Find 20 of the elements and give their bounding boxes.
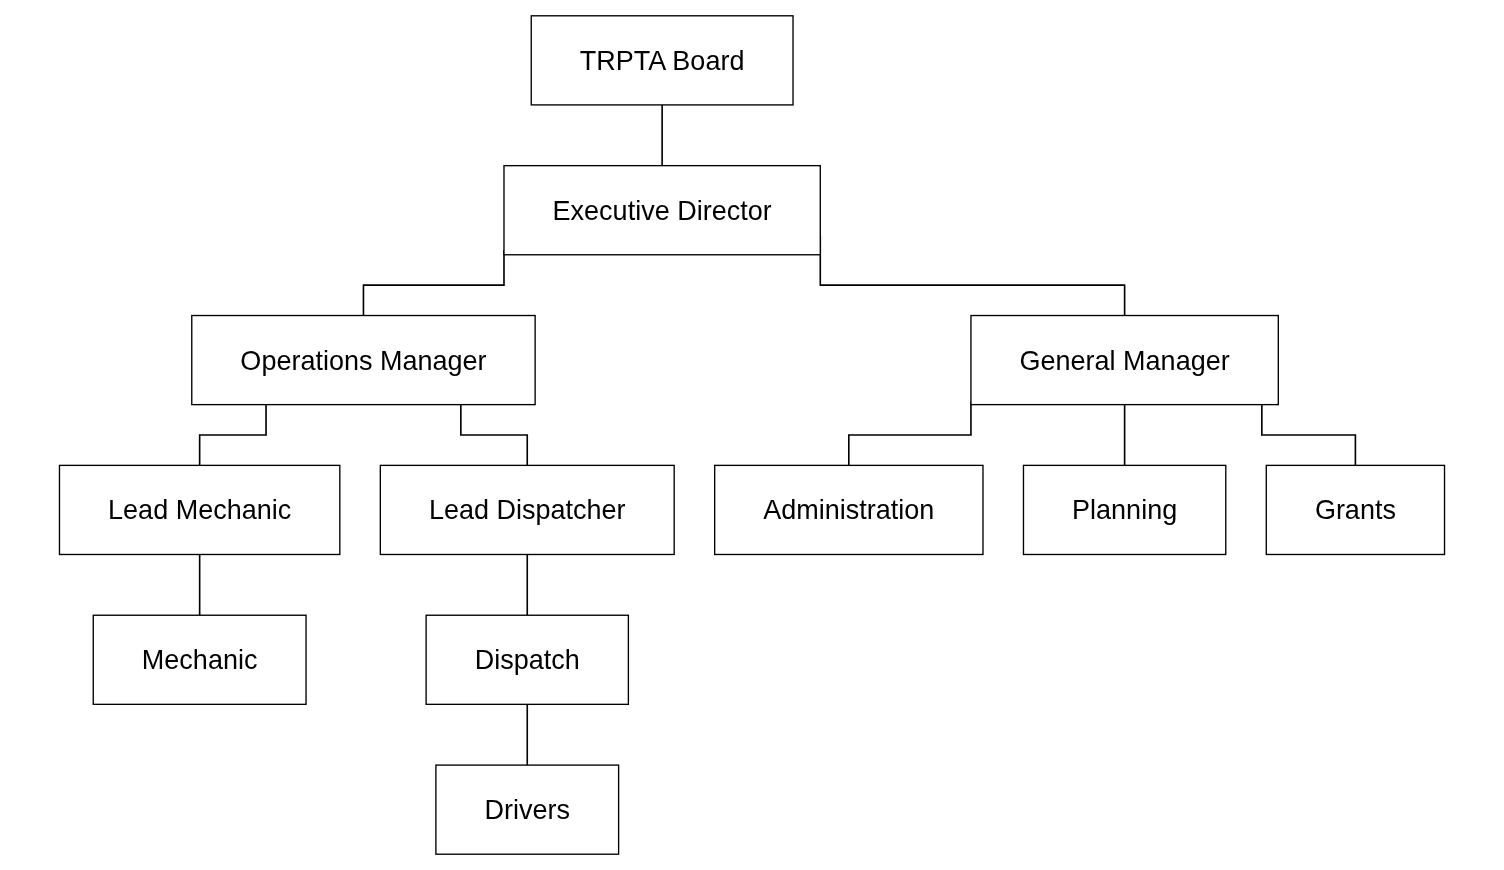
node-box: Executive Director: [503, 165, 821, 256]
connector: [661, 104, 663, 167]
node-box: Operations Manager: [191, 314, 536, 406]
node-box: TRPTA Board: [530, 15, 794, 106]
connector: [198, 553, 201, 617]
node-box: Administration: [714, 464, 984, 556]
connector: [1261, 403, 1357, 467]
node-box: Lead Mechanic: [58, 464, 341, 556]
node-box: Planning: [1022, 464, 1227, 556]
connector: [198, 403, 267, 467]
node-box: Grants: [1265, 464, 1446, 556]
node-box: Mechanic: [92, 614, 307, 705]
node-box: Dispatch: [425, 614, 630, 705]
connector: [526, 553, 529, 617]
node-box: Lead Dispatcher: [379, 464, 675, 556]
node-box: Drivers: [435, 764, 620, 855]
connector: [460, 403, 529, 467]
node-box: General Manager: [970, 314, 1279, 406]
connector: [526, 703, 529, 766]
connector: [1123, 403, 1126, 467]
